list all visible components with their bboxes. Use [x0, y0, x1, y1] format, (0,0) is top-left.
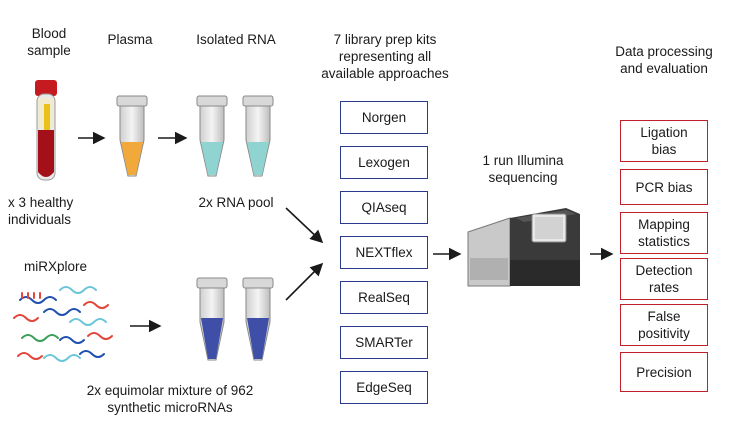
kit-edgeseq: EdgeSeq	[340, 371, 428, 404]
rna-pool-label: 2x RNA pool	[198, 195, 274, 210]
kit-norgen: Norgen	[340, 101, 428, 134]
rna-tube-icon	[196, 95, 228, 177]
isolated-rna-label: Isolated RNA	[196, 32, 276, 47]
sequencer-icon	[467, 208, 580, 287]
kit-realseq: RealSeq	[340, 281, 428, 314]
synthetic-tube-icon	[196, 277, 228, 361]
kit-lexogen: Lexogen	[340, 146, 428, 179]
microrna-molecules-icon	[13, 286, 113, 362]
kit-smarter: SMARTer	[340, 326, 428, 359]
eval-precision: Precision	[620, 352, 708, 392]
mirxplore-label: miRXplore	[24, 259, 88, 274]
synthetic-tube-icon	[242, 277, 274, 361]
eval-pcr-bias: PCR bias	[620, 169, 708, 205]
flow-arrows	[78, 131, 614, 333]
kit-qiaseq: QIAseq	[340, 191, 428, 224]
plasma-label: Plasma	[107, 32, 153, 47]
rna-tube-icon	[242, 95, 274, 177]
kit-nextflex: NEXTflex	[340, 236, 428, 269]
blood-tube-icon	[35, 80, 57, 181]
plasma-tube-icon	[116, 95, 148, 177]
